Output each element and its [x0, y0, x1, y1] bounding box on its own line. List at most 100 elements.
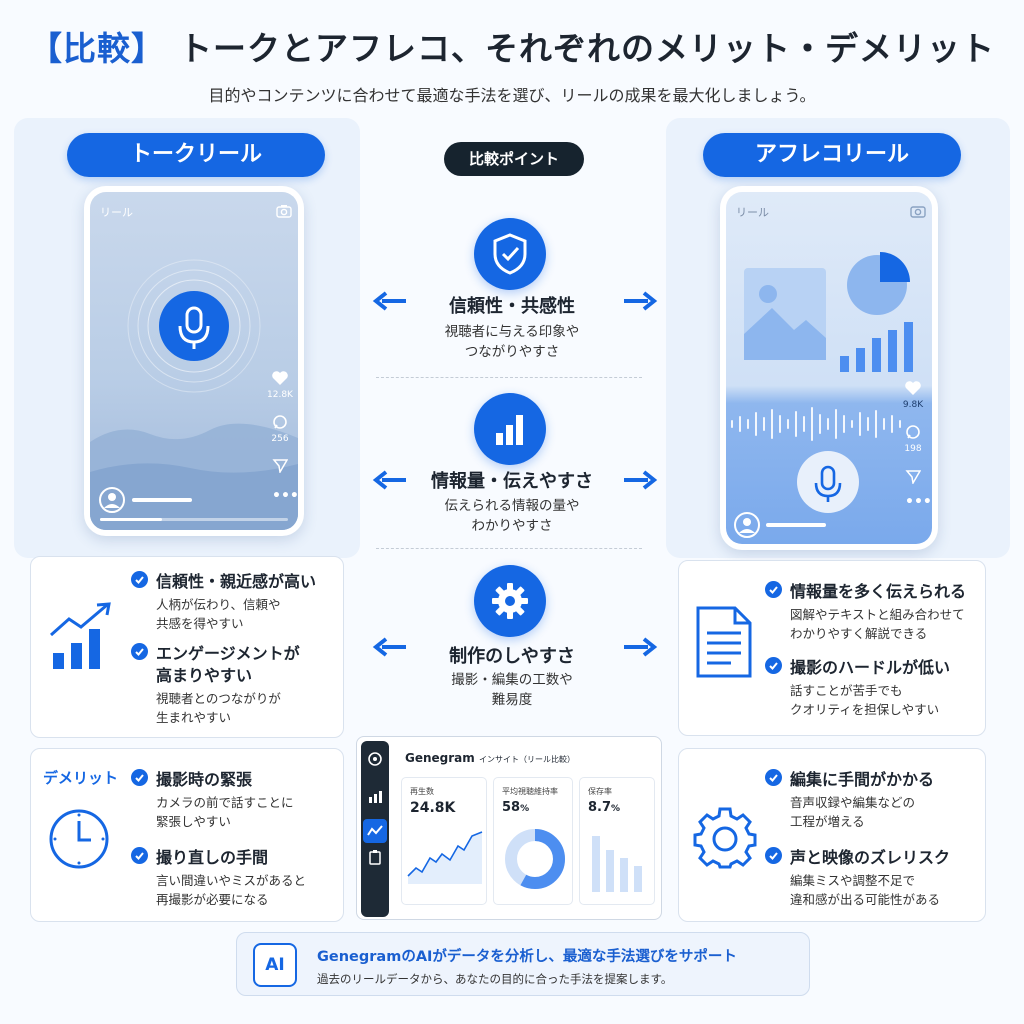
- microphone-button[interactable]: [796, 450, 860, 514]
- username-placeholder: [132, 498, 192, 502]
- title-text: トークとアフレコ、それぞれのメリット・デメリット: [179, 29, 995, 68]
- demerit-item: 撮り直しの手間 言い間違いやミスがあると再撮影が必要になる: [131, 847, 341, 909]
- demerit-title: 撮り直しの手間: [156, 848, 269, 867]
- demerit-title: 撮影時の緊張: [156, 770, 253, 789]
- ai-support-banner: AI GenegramのAIがデータを分析し、最適な手法選びをサポート 過去のリ…: [236, 932, 810, 996]
- camera-icon[interactable]: [276, 204, 292, 218]
- demerit-label: デメリット: [43, 769, 119, 787]
- point-title: 信頼性・共感性: [449, 296, 575, 317]
- comment-count: 198: [904, 444, 922, 454]
- ai-chip-icon: AI: [253, 943, 297, 987]
- demerit-item: 撮影時の緊張 カメラの前で話すことに緊張しやすい: [131, 769, 341, 831]
- image-placeholder-icon: [744, 268, 826, 360]
- merit-title: 撮影のハードルが低い: [790, 658, 951, 677]
- avatar[interactable]: [734, 512, 760, 538]
- voice-phone: リール 9.8K 198 •••: [720, 186, 938, 550]
- merit-title: 信頼性・親近感が高い: [156, 572, 317, 591]
- check-icon: [131, 571, 148, 588]
- arrow-right-icon: [624, 470, 658, 490]
- arrow-right-icon: [624, 637, 658, 657]
- more-icon[interactable]: •••: [905, 494, 932, 510]
- arrow-left-icon: [372, 637, 406, 657]
- point-desc: 撮影・編集の工数や難易度: [451, 672, 573, 708]
- bar-chart-icon: [474, 393, 546, 465]
- chart-nav-icon[interactable]: [367, 789, 383, 805]
- divider: [376, 377, 642, 378]
- audio-waveform: [731, 407, 901, 441]
- logo-icon[interactable]: [367, 751, 383, 767]
- title-tag: 【比較】: [29, 29, 165, 68]
- mountain-background: [90, 423, 298, 530]
- views-trend-line: [407, 831, 483, 884]
- gear-icon: [474, 565, 546, 637]
- pie-chart-icon: [847, 252, 910, 315]
- merit-title: 情報量を多く伝えられる: [790, 582, 967, 601]
- check-icon: [765, 657, 782, 674]
- banner-desc: 過去のリールデータから、あなたの目的に合った手法を提案します。: [317, 972, 673, 986]
- check-icon: [131, 769, 148, 786]
- point-title: 情報量・伝えやすさ: [431, 471, 593, 492]
- metric-label: 保存率: [588, 787, 612, 796]
- heart-icon[interactable]: [271, 370, 289, 386]
- merit-title: エンゲージメントが高まりやすい: [156, 644, 300, 685]
- voice-merits-card: 情報量を多く伝えられる 図解やテキストと組み合わせてわかりやすく解説できる 撮影…: [678, 560, 986, 736]
- progress-track[interactable]: [100, 518, 288, 521]
- banner-title: GenegramのAIがデータを分析し、最適な手法選びをサポート: [317, 949, 737, 965]
- voice-phone-screen: リール 9.8K 198 •••: [726, 192, 932, 544]
- more-icon[interactable]: •••: [272, 488, 298, 504]
- compare-points-pill: 比較ポイント: [444, 142, 584, 176]
- dashboard-title: Genegram インサイト（リール比較）: [405, 751, 575, 765]
- check-icon: [765, 581, 782, 598]
- comment-icon[interactable]: [905, 424, 921, 440]
- progress-fill: [100, 518, 162, 521]
- talk-phone: リール 12.8K 256 •••: [84, 186, 304, 536]
- talk-reel-pill: トークリール: [67, 133, 325, 177]
- retention-metric-card: 平均視聴維持率 58%: [493, 777, 573, 905]
- reel-label: リール: [736, 206, 769, 219]
- talk-phone-screen: リール 12.8K 256 •••: [90, 192, 298, 530]
- talk-demerits-card: デメリット 撮影時の緊張 カメラの前で話すことに緊張しやすい 撮り直しの手間 言…: [30, 748, 344, 922]
- save-rate-metric-card: 保存率 8.7%: [579, 777, 655, 905]
- microphone-ripple: [127, 259, 261, 393]
- clock-icon: [49, 809, 109, 869]
- talk-merits-card: 信頼性・親近感が高い 人柄が伝わり、信頼や共感を得やすい エンゲージメントが高ま…: [30, 556, 344, 738]
- retention-donut: [505, 829, 565, 889]
- avatar[interactable]: [99, 487, 125, 513]
- divider: [376, 548, 642, 549]
- heart-icon[interactable]: [904, 380, 922, 396]
- clipboard-nav-icon[interactable]: [367, 849, 383, 865]
- share-icon[interactable]: [905, 468, 921, 484]
- bar-chart-icon: [840, 322, 913, 372]
- analytics-dashboard: Genegram インサイト（リール比較） 再生数 24.8K 平均視聴維持率 …: [356, 736, 662, 920]
- metric-value: 8.7%: [588, 800, 621, 815]
- document-icon: [696, 606, 752, 678]
- voice-reel-pill: アフレコリール: [703, 133, 961, 177]
- voice-demerits-card: 編集に手間がかかる 音声収録や編集などの工程が増える 声と映像のズレリスク 編集…: [678, 748, 986, 922]
- trend-nav-icon: [367, 825, 383, 836]
- page-subtitle: 目的やコンテンツに合わせて最適な手法を選び、リールの成果を最大化しましょう。: [208, 86, 816, 105]
- point-desc: 伝えられる情報の量やわかりやすさ: [444, 498, 580, 534]
- reel-label: リール: [100, 206, 133, 219]
- arrow-left-icon: [372, 291, 406, 311]
- comment-icon[interactable]: [272, 414, 288, 430]
- point-desc: 視聴者に与える印象やつながりやすさ: [444, 324, 580, 360]
- demerit-title: 声と映像のズレリスク: [790, 848, 951, 867]
- merit-item: エンゲージメントが高まりやすい 視聴者とのつながりが生まれやすい: [131, 643, 341, 727]
- merit-item: 信頼性・親近感が高い 人柄が伝わり、信頼や共感を得やすい: [131, 571, 341, 633]
- demerit-title: 編集に手間がかかる: [790, 770, 935, 789]
- username-placeholder: [766, 523, 826, 527]
- comment-count: 256: [271, 434, 289, 444]
- growth-chart-icon: [50, 602, 111, 669]
- arrow-right-icon: [624, 291, 658, 311]
- check-icon: [765, 847, 782, 864]
- camera-icon[interactable]: [910, 204, 926, 218]
- share-icon[interactable]: [272, 457, 288, 473]
- merit-item: 撮影のハードルが低い 話すことが苦手でもクオリティを担保しやすい: [765, 657, 983, 719]
- merit-item: 情報量を多く伝えられる 図解やテキストと組み合わせてわかりやすく解説できる: [765, 581, 983, 643]
- gear-outline-icon: [693, 807, 757, 869]
- check-icon: [765, 769, 782, 786]
- shield-check-icon: [474, 218, 546, 290]
- metric-value: 24.8K: [410, 800, 456, 816]
- metric-label: 再生数: [410, 787, 434, 796]
- demerit-item: 編集に手間がかかる 音声収録や編集などの工程が増える: [765, 769, 983, 831]
